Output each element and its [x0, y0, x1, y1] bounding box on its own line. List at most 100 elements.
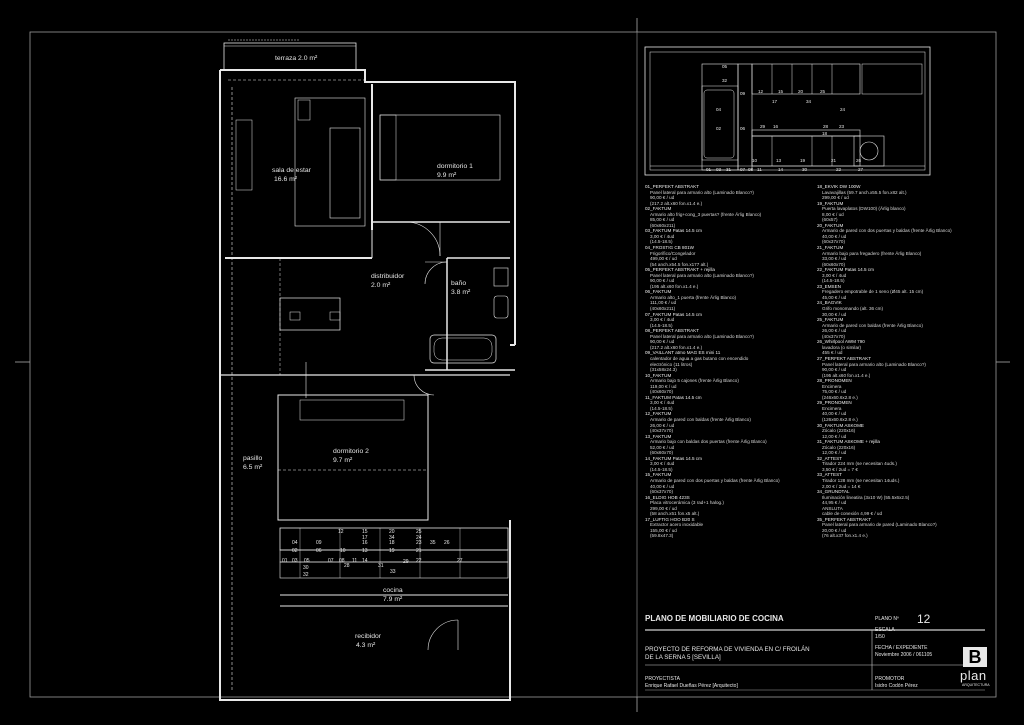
list-item-line: (14.5-18.5): [650, 405, 673, 411]
plano-label: PLANO Nº: [875, 616, 899, 622]
room-dorm2-name: dormitorio 2: [333, 448, 369, 455]
elev-num: 02: [716, 126, 722, 131]
list-item-line: 3,00 € / 4ud: [650, 317, 675, 323]
elev-num: 31: [726, 167, 732, 172]
list-item-line: Armario de pared con baldas (frente Ärli…: [650, 416, 751, 422]
kitchen-elevation: [644, 46, 931, 176]
elev-num: 04: [716, 107, 722, 112]
list-item-line: (31x58x24.3): [650, 367, 677, 373]
room-cocina-area: 7.9 m²: [383, 596, 403, 603]
list-item-head: 22_FAKTUM Patas 14.5 cm: [817, 267, 874, 273]
list-item-line: 90,00 € / ud: [650, 195, 675, 201]
plano-number: 12: [917, 612, 931, 626]
elev-num: 16: [773, 124, 779, 129]
list-item-line: (60x60x211): [650, 222, 676, 228]
room-sala-area: 16.6 m²: [274, 176, 298, 183]
list-item-line: 90,00 € / ud: [650, 278, 675, 284]
elev-num: 34: [806, 99, 812, 104]
list-item-line: (40x37x70): [822, 333, 845, 339]
list-item-line: 30,00 € / ud: [822, 311, 847, 317]
plan-num: 05: [304, 558, 310, 564]
list-item-line: 52,00 € / ud: [650, 444, 675, 450]
list-item-line: Armario de pared con dos puertas y balda…: [650, 477, 780, 483]
title-block-frame: [645, 629, 985, 691]
elev-num: 13: [776, 158, 782, 163]
list-item-line: (60x57): [822, 217, 838, 223]
elev-num: 08: [748, 167, 754, 172]
plan-num: 06: [316, 548, 322, 554]
list-item-line: 3,00 € / 4ud: [650, 233, 675, 239]
list-item-head: 03_FAKTUM Patas 14.5 cm: [645, 228, 702, 234]
room-labels: terraza 2.0 m² sala de estar 16.6 m² dor…: [243, 55, 473, 649]
list-item-line: 119,00 € / ud: [650, 383, 677, 389]
list-item-line: Frigorífico/Congelador: [650, 250, 696, 256]
list-item-line: (40x60x70): [650, 389, 673, 395]
list-item-line: 90,00 € / ud: [822, 367, 847, 373]
elev-num: 03: [716, 167, 722, 172]
list-item-line: (76 alt.x37 fon.x1.4 e.): [822, 533, 868, 539]
room-recibidor-name: recibidor: [355, 633, 382, 640]
list-item-line: 75,00 € / ud: [822, 389, 847, 395]
escala-value: 1/50: [875, 634, 885, 640]
list-item-head: 10_FAKTUM: [645, 372, 672, 378]
elev-num: 14: [778, 167, 784, 172]
elev-num: 06: [740, 126, 746, 131]
list-item-line: 85,00 € / ud: [650, 217, 675, 223]
list-item-line: 90,00 € / ud: [650, 339, 675, 345]
promotor-label: PROMOTOR: [875, 676, 905, 682]
list-item-line: 155,00 € / ud: [650, 527, 677, 533]
list-item-line: Panel lateral para armario alto (Laminad…: [650, 272, 754, 278]
list-item-line: Iluminación lineatira (3x10 W) (55.5x6x2…: [822, 494, 910, 500]
elev-num: 12: [758, 89, 764, 94]
plan-num: 26: [444, 540, 450, 546]
list-item-line: 33,00 € / ud: [822, 256, 847, 262]
list-item-line: 40,00 € / ud: [822, 233, 847, 239]
list-item-head: 33_ATTEST: [817, 472, 842, 478]
list-item-head: 13_FAKTUM: [645, 433, 672, 439]
list-item-line: Lavavajillas (59.7 anch.x55.5 fon.x82 al…: [822, 189, 907, 195]
list-item-line: 2,00 € / 2ud = 14 €: [822, 483, 861, 489]
plan-num: 15: [362, 529, 368, 535]
list-item-line: (58 anch.x51 fon.x5 alt.): [650, 511, 700, 517]
elevation-item-numbers: 05 32 09 12 15 20 25 17 34 04 24 02 06 2…: [706, 64, 864, 172]
plan-num: 07: [328, 558, 334, 564]
list-item-head: 32_ATTEST: [817, 455, 842, 461]
project-line2: DE LA SERNA 5 [SEVILLA]: [645, 654, 721, 661]
list-item-line: (60x60x70): [822, 261, 845, 267]
list-item-head: 29_PRONOMEN: [817, 400, 852, 406]
plan-num: 35: [430, 540, 436, 546]
list-item-line: Encimera: [822, 383, 842, 389]
list-item-line: (126x60.6x2.8 e.): [822, 416, 858, 422]
plan-num: 09: [316, 540, 322, 546]
list-item-line: (60x60x70): [650, 450, 673, 456]
plan-num: 22: [416, 558, 422, 564]
plan-num: 25: [416, 529, 422, 535]
plan-title: PLANO DE MOBILIARIO DE COCINA: [645, 614, 784, 623]
list-item-line: Armario bajo con baldas dos puertas (fre…: [650, 439, 767, 445]
list-item-line: (195 alt.x60 fon.x1.4 e.): [650, 283, 699, 289]
room-terraza: terraza 2.0 m²: [275, 55, 318, 62]
plan-num: 03: [292, 558, 298, 564]
room-distribuidor-name: distribuidor: [371, 273, 405, 280]
list-item-line: Armario bajo para fregadero (frente Ärli…: [822, 250, 922, 256]
room-sala-name: sala de estar: [272, 167, 312, 174]
room-pasillo-name: pasillo: [243, 455, 262, 462]
elev-num: 09: [740, 91, 746, 96]
